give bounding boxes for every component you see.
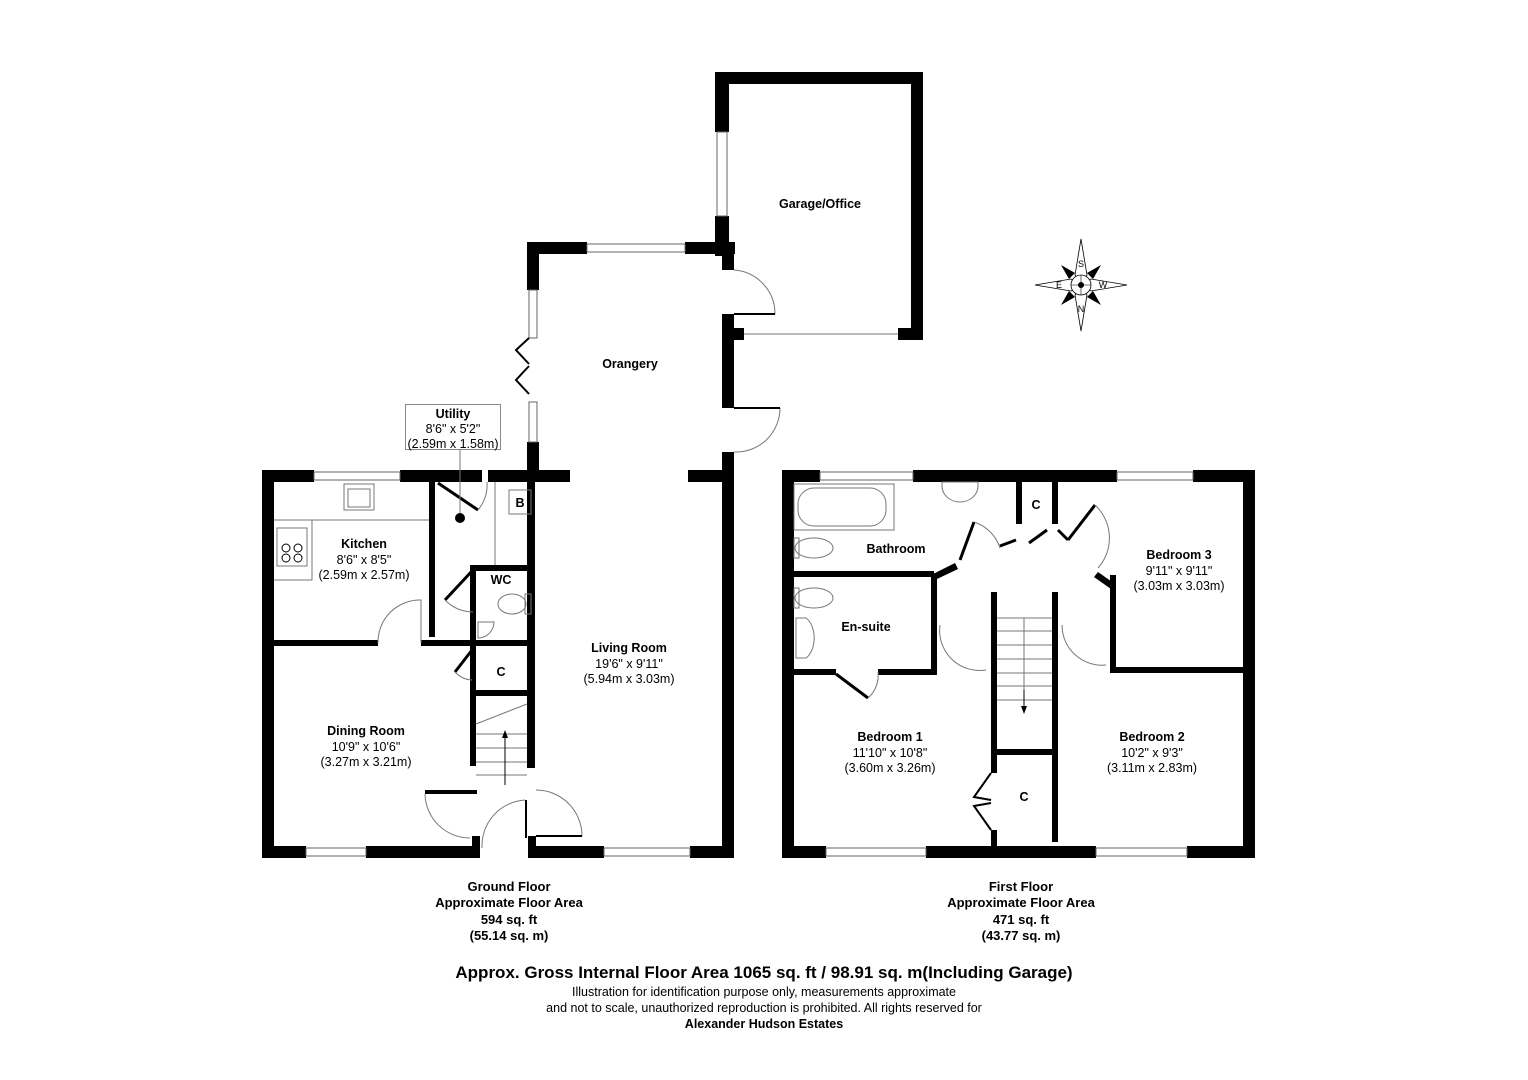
disclaimer-line-2: and not to scale, unauthorized reproduct… xyxy=(546,1001,982,1015)
hob-icon xyxy=(276,527,308,567)
ground-stairs xyxy=(475,703,528,785)
boiler-flue-icon xyxy=(455,513,465,523)
boiler-box xyxy=(508,489,532,515)
ground-floor-windows xyxy=(305,131,898,857)
first-floor-fixtures xyxy=(793,481,1052,714)
first-floor-doors xyxy=(835,504,1110,831)
bath-icon xyxy=(793,483,895,531)
first-floor-summary: First Floor Approximate Floor Area 471 s… xyxy=(947,879,1095,943)
bedroom-3-label: Bedroom 3 9'11" x 9'11" (3.03m x 3.03m) xyxy=(1133,548,1225,594)
toilet-icon xyxy=(794,537,834,559)
kitchen-label: Kitchen 8'6" x 8'5" (2.59m x 2.57m) xyxy=(318,537,410,583)
ensuite-label: En-suite xyxy=(841,620,891,634)
disclaimer-line-1: Illustration for identification purpose … xyxy=(571,985,956,999)
garage-office-label: Garage/Office xyxy=(779,197,861,211)
compass-south: S xyxy=(1078,259,1084,269)
first-floor-windows xyxy=(819,471,1194,857)
basin-icon xyxy=(795,617,815,659)
compass-east: E xyxy=(1056,280,1062,290)
living-room-label: Living Room 19'6" x 9'11" (5.94m x 3.03m… xyxy=(583,641,675,687)
ground-floor-fixtures xyxy=(274,450,532,785)
first-floor-walls xyxy=(782,470,1255,858)
ground-floor-walls xyxy=(262,72,923,858)
toilet-icon xyxy=(794,587,834,609)
ground-floor-doors xyxy=(377,269,781,849)
compass-north: N xyxy=(1078,304,1085,314)
bedroom-1-label: Bedroom 1 11'10" x 10'8" (3.60m x 3.26m) xyxy=(844,730,936,776)
cupboard-top-tag: C xyxy=(1031,498,1041,512)
cupboard-landing-tag: C xyxy=(1019,790,1029,804)
cupboard-tag: C xyxy=(496,665,506,679)
orangery-label: Orangery xyxy=(602,357,658,371)
basin-icon xyxy=(941,481,979,503)
sink-icon xyxy=(343,483,375,511)
ground-floor-summary: Ground Floor Approximate Floor Area 594 … xyxy=(435,879,583,943)
dining-room-label: Dining Room 10'9" x 10'6" (3.27m x 3.21m… xyxy=(320,724,412,770)
footer: Approx. Gross Internal Floor Area 1065 s… xyxy=(455,962,1072,1032)
first-stairs xyxy=(997,617,1052,714)
bedroom-2-label: Bedroom 2 10'2" x 9'3" (3.11m x 2.83m) xyxy=(1106,730,1198,776)
gross-area: Approx. Gross Internal Floor Area 1065 s… xyxy=(455,963,1073,982)
compass-west: W xyxy=(1099,280,1108,290)
bathroom-label: Bathroom xyxy=(866,542,926,556)
boiler-tag: B xyxy=(515,496,525,510)
utility-label: Utility 8'6" x 5'2" (2.59m x 1.58m) xyxy=(405,404,501,451)
wc-tag: WC xyxy=(490,573,512,587)
company-name: Alexander Hudson Estates xyxy=(684,1017,844,1031)
toilet-icon xyxy=(497,593,527,615)
compass-rose-icon: S N E W xyxy=(1034,238,1128,332)
